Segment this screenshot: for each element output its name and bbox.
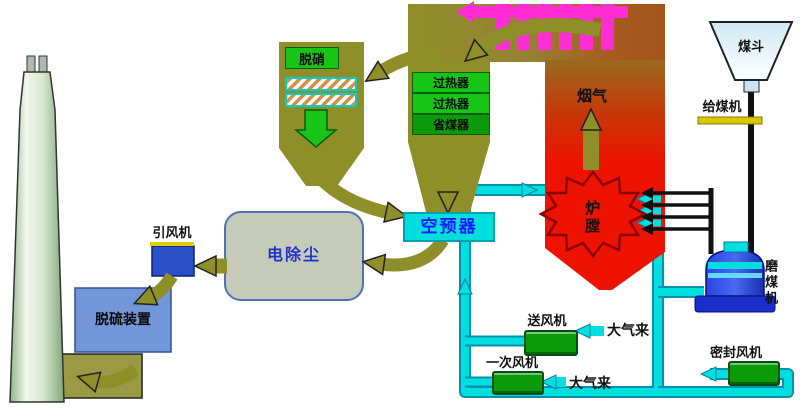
mill-base <box>694 295 776 313</box>
duct-flow-arrow-icon <box>75 364 140 394</box>
coal-mill-body <box>694 241 776 313</box>
backpass-to-scr-arrow-icon <box>364 45 439 83</box>
seal-fan-body <box>728 361 780 386</box>
id-fan-body <box>151 245 195 277</box>
air-preheater-box: 空预器 <box>403 212 495 242</box>
scr-catalyst-layer-2 <box>285 93 357 107</box>
scr-catalyst-layer-1 <box>285 77 357 91</box>
furnace-to-backpass-arrow-icon <box>463 18 602 63</box>
id-fan-top-strip <box>150 242 194 246</box>
mill-stripe-1 <box>708 262 762 269</box>
mill-stripe-2 <box>708 273 762 278</box>
chimney <box>9 71 65 403</box>
pa-fan-body <box>492 371 544 395</box>
scr-to-preheater-arrow-icon <box>315 173 409 224</box>
coal-hopper-neck <box>743 79 760 93</box>
preheater-to-esp-arrow-icon <box>361 236 449 276</box>
superheater-1-label: 过热器 <box>412 72 490 93</box>
flue-gas-arrows <box>132 18 603 306</box>
coal-hopper-body <box>708 21 794 81</box>
economizer-label: 省煤器 <box>412 114 490 135</box>
boiler-furnace-body <box>545 60 665 290</box>
furnace-flame-cloud <box>538 169 648 259</box>
idfan-to-fgd-arrow-icon <box>132 272 178 306</box>
scr-label: 脱硝 <box>285 47 339 69</box>
fgd-label: 脱硫装置 <box>95 311 151 328</box>
fd-fan-body <box>524 330 578 356</box>
esp-label: 电除尘 <box>266 247 321 265</box>
platen-superheater-tubes <box>496 4 614 50</box>
superheater-2-label: 过热器 <box>412 93 490 114</box>
scr-outlet-hopper <box>279 148 364 186</box>
mill-classifier-cap <box>723 241 749 253</box>
coal-feeder-belt <box>697 116 763 125</box>
scr-down-arrow-icon <box>293 109 339 148</box>
